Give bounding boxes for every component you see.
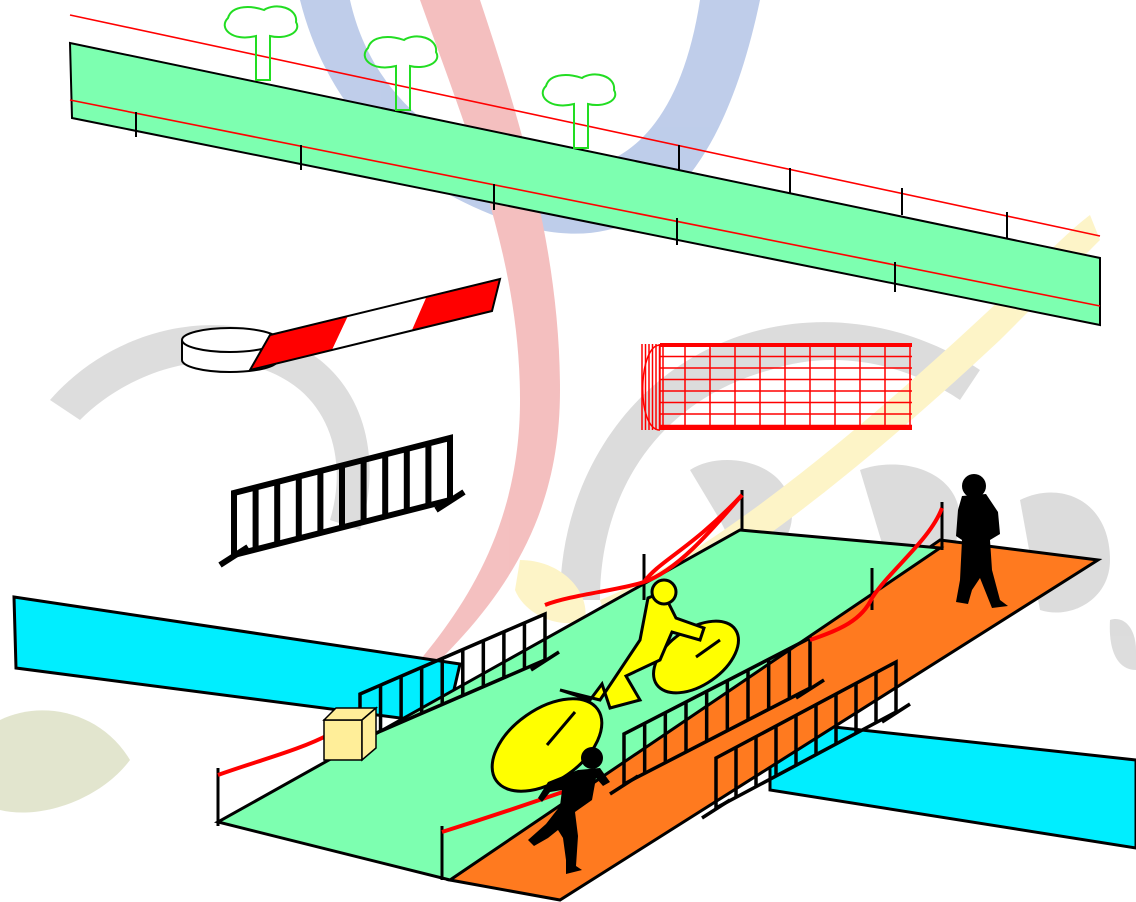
- barrier-tape-line: [809, 507, 944, 642]
- person-body: [956, 494, 1008, 608]
- watermark-olive-leaf: [0, 710, 130, 813]
- lower-red-line: [69, 99, 1101, 307]
- box-icon: [322, 706, 379, 762]
- barrier-foot: [434, 489, 466, 513]
- tree-icon: [541, 73, 617, 149]
- water-channel-right: [768, 718, 1136, 850]
- tape-segment-red: [412, 279, 500, 330]
- tape-segment-red: [250, 316, 348, 370]
- roadside-green-strip: [68, 5, 1101, 327]
- cyclist-icon: [490, 578, 740, 793]
- upper-red-line: [69, 14, 1101, 237]
- cyclist-head: [650, 578, 678, 606]
- barrier-tape-roll-icon: [181, 277, 502, 373]
- trees: [223, 5, 617, 149]
- watermark-gray-arc-left: [50, 325, 370, 530]
- barrier-foot: [881, 702, 911, 724]
- barrier-tape-line: [642, 493, 744, 584]
- bike-spoke: [695, 638, 721, 659]
- barrier-frame: [231, 434, 453, 559]
- watermark-yellow-blob: [515, 560, 586, 624]
- person-head: [962, 474, 986, 498]
- barrier-tape-line: [217, 732, 331, 777]
- standing-person-icon: [956, 474, 1008, 608]
- runner-body: [528, 768, 610, 874]
- barrier-tape-lines: [217, 493, 944, 834]
- barrier-foot: [218, 544, 250, 568]
- strip-posts: [135, 112, 1008, 292]
- box-side: [361, 706, 377, 762]
- box-front: [323, 719, 363, 761]
- tree-icon: [223, 5, 299, 81]
- crowd-barrier-icon: [218, 434, 466, 568]
- barrier-foot: [609, 774, 639, 796]
- barrier-foot: [795, 678, 825, 700]
- runner-head: [581, 747, 603, 769]
- bike-spoke: [545, 711, 577, 746]
- water-channel-left: [12, 595, 462, 726]
- green-strip-band: [68, 41, 1101, 327]
- tape-segment-white: [332, 298, 426, 350]
- watermark-gray-dot: [1109, 619, 1136, 670]
- tree-icon: [363, 35, 439, 111]
- runner-icon: [528, 747, 610, 874]
- mesh-fence-roll-icon: [641, 343, 912, 431]
- barrier-foot: [701, 798, 731, 820]
- barrier-foot: [530, 650, 560, 672]
- watermark-red-swoosh: [420, 0, 560, 660]
- tape-outline: [247, 277, 502, 372]
